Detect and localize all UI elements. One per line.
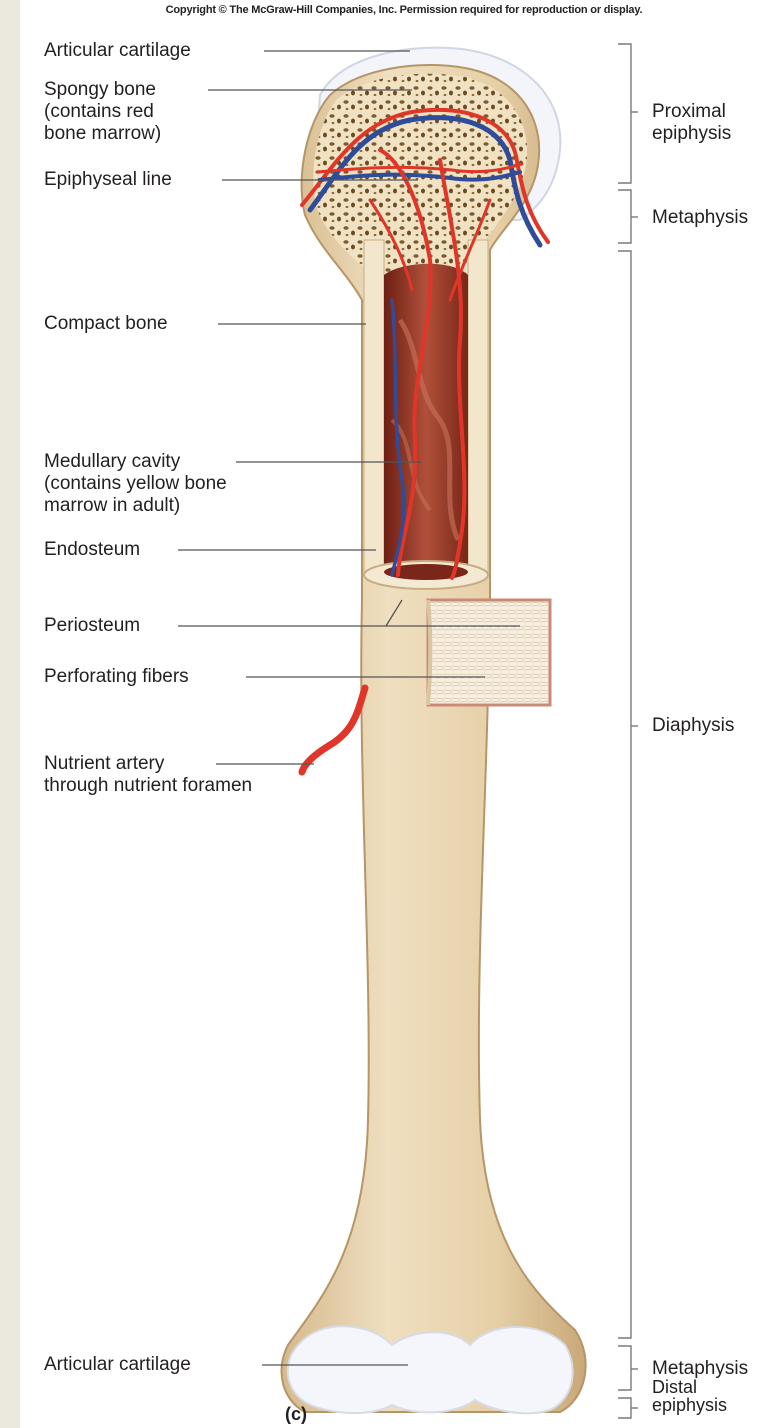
label-nutrient-artery: Nutrient artery through nutrient foramen (44, 753, 252, 797)
nutrient-artery-shape (302, 688, 365, 772)
label-medullary-cavity-line-3: marrow in adult) (44, 495, 227, 517)
articular-cartilage-bottom-shape (288, 1326, 573, 1413)
bone-diagram (20, 0, 762, 1428)
figure-panel: Copyright © The McGraw-Hill Companies, I… (20, 0, 762, 1428)
label-nutrient-artery-line-1: Nutrient artery (44, 753, 252, 775)
region-proximal-epiphysis-line-1: Proximal (652, 101, 731, 123)
label-spongy-bone-line-2: (contains red (44, 101, 161, 123)
region-diaphysis: Diaphysis (652, 715, 734, 737)
region-distal-epiphysis-line-1: Distal (652, 1378, 727, 1396)
label-periosteum: Periosteum (44, 615, 140, 637)
compact-bone-wall-left (364, 240, 384, 575)
compact-bone-wall-right (468, 240, 488, 575)
label-articular-cartilage-top: Articular cartilage (44, 40, 191, 62)
label-endosteum: Endosteum (44, 539, 140, 561)
region-distal-epiphysis: Distal epiphysis (652, 1378, 727, 1414)
label-spongy-bone-line-1: Spongy bone (44, 79, 161, 101)
periosteum-flap (428, 600, 550, 705)
label-spongy-bone-line-3: bone marrow) (44, 123, 161, 145)
region-brackets (618, 44, 638, 1418)
region-distal-epiphysis-line-2: epiphysis (652, 1396, 727, 1414)
label-epiphyseal-line: Epiphyseal line (44, 169, 172, 191)
label-medullary-cavity-line-2: (contains yellow bone (44, 473, 227, 495)
label-compact-bone: Compact bone (44, 313, 168, 335)
label-perforating-fibers: Perforating fibers (44, 666, 189, 688)
label-nutrient-artery-line-2: through nutrient foramen (44, 775, 252, 797)
label-spongy-bone: Spongy bone (contains red bone marrow) (44, 79, 161, 145)
region-proximal-epiphysis: Proximal epiphysis (652, 101, 731, 145)
region-proximal-epiphysis-line-2: epiphysis (652, 123, 731, 145)
label-medullary-cavity: Medullary cavity (contains yellow bone m… (44, 451, 227, 517)
copyright-notice: Copyright © The McGraw-Hill Companies, I… (44, 4, 762, 16)
figure-caption: (c) (285, 1404, 307, 1425)
label-articular-cartilage-bottom: Articular cartilage (44, 1354, 191, 1376)
label-medullary-cavity-line-1: Medullary cavity (44, 451, 227, 473)
region-metaphysis-top: Metaphysis (652, 207, 748, 229)
